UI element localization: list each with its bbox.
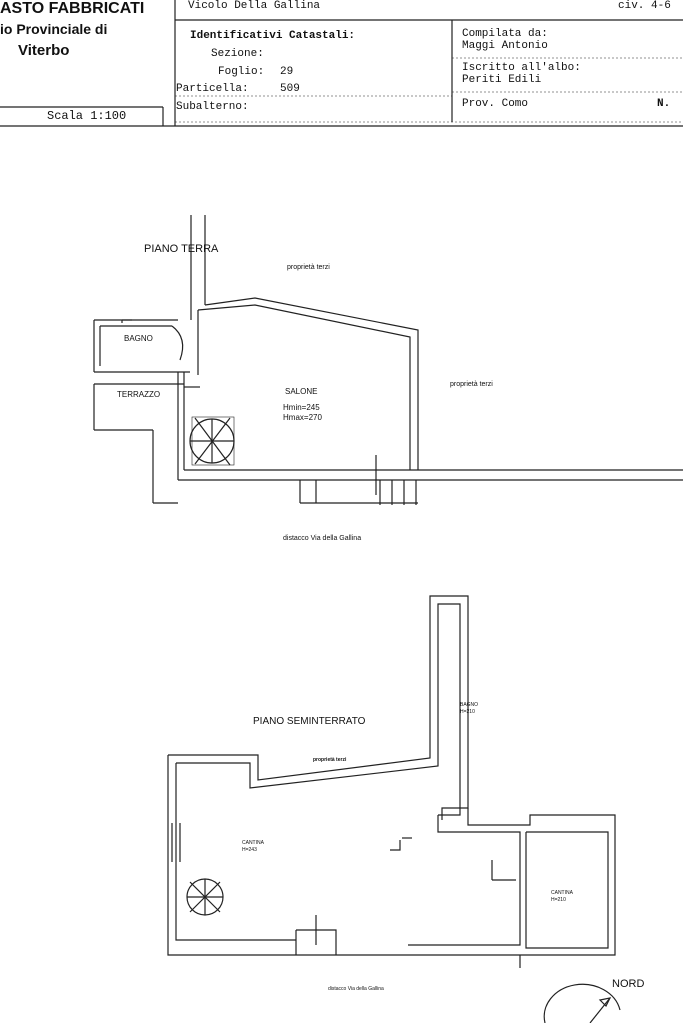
register-value: Periti Edili <box>462 74 542 86</box>
basement-neighbor-label: proprietà terzi <box>313 757 347 763</box>
cellar-left-height: H=243 <box>242 847 257 853</box>
ground-floor-title: PIANO TERRA <box>144 243 219 255</box>
particella-value: 509 <box>280 83 300 95</box>
foglio-value: 29 <box>280 66 294 78</box>
compiled-name: Maggi Antonio <box>462 40 548 52</box>
register-label: Iscritto all'albo: <box>462 62 581 74</box>
office-city: Viterbo <box>18 42 70 59</box>
basement-bathroom-height: H=210 <box>460 709 475 715</box>
living-room-label: SALONE <box>285 387 318 396</box>
office-subtitle: io Provinciale di <box>0 21 108 37</box>
particella-label: Particella: <box>176 83 249 95</box>
basement-walls <box>167 595 616 968</box>
basement-street-label: distacco Via della Gallina <box>328 986 384 992</box>
hmin-label: Hmin=245 <box>283 403 320 412</box>
neighbor-right-label: proprietà terzi <box>450 381 493 388</box>
office-title: ASTO FABBRICATI <box>0 0 145 17</box>
ground-street-label: distacco Via della Gallina <box>283 535 362 542</box>
neighbor-top-label: proprietà terzi <box>287 264 330 271</box>
cellar-left-label: CANTINA <box>242 840 264 846</box>
subalterno-label: Subalterno: <box>176 101 249 113</box>
scale-label: Scala 1:100 <box>47 109 127 123</box>
terrace-label: TERRAZZO <box>117 390 161 399</box>
basement-bathroom-label: BAGNO <box>460 702 479 708</box>
north-label: NORD <box>612 978 645 990</box>
basement-title: PIANO SEMINTERRATO <box>253 716 366 727</box>
cellar-right-height: H=210 <box>551 897 566 903</box>
address: Vicolo Della Gallina <box>188 0 321 12</box>
number-label: N. <box>657 98 671 110</box>
hmax-label: Hmax=270 <box>283 413 322 422</box>
ground-floor-walls <box>93 215 683 505</box>
compiled-label: Compilata da: <box>462 28 548 40</box>
province: Prov. Como <box>462 98 529 110</box>
civic-number: civ. 4-6 <box>618 0 671 12</box>
compass-symbol <box>543 983 621 1023</box>
bathroom-label: BAGNO <box>124 334 153 343</box>
sezione-label: Sezione: <box>211 48 264 60</box>
cadastral-heading: Identificativi Catastali: <box>190 30 356 42</box>
cellar-right-label: CANTINA <box>551 890 573 896</box>
foglio-label: Foglio: <box>218 66 265 78</box>
